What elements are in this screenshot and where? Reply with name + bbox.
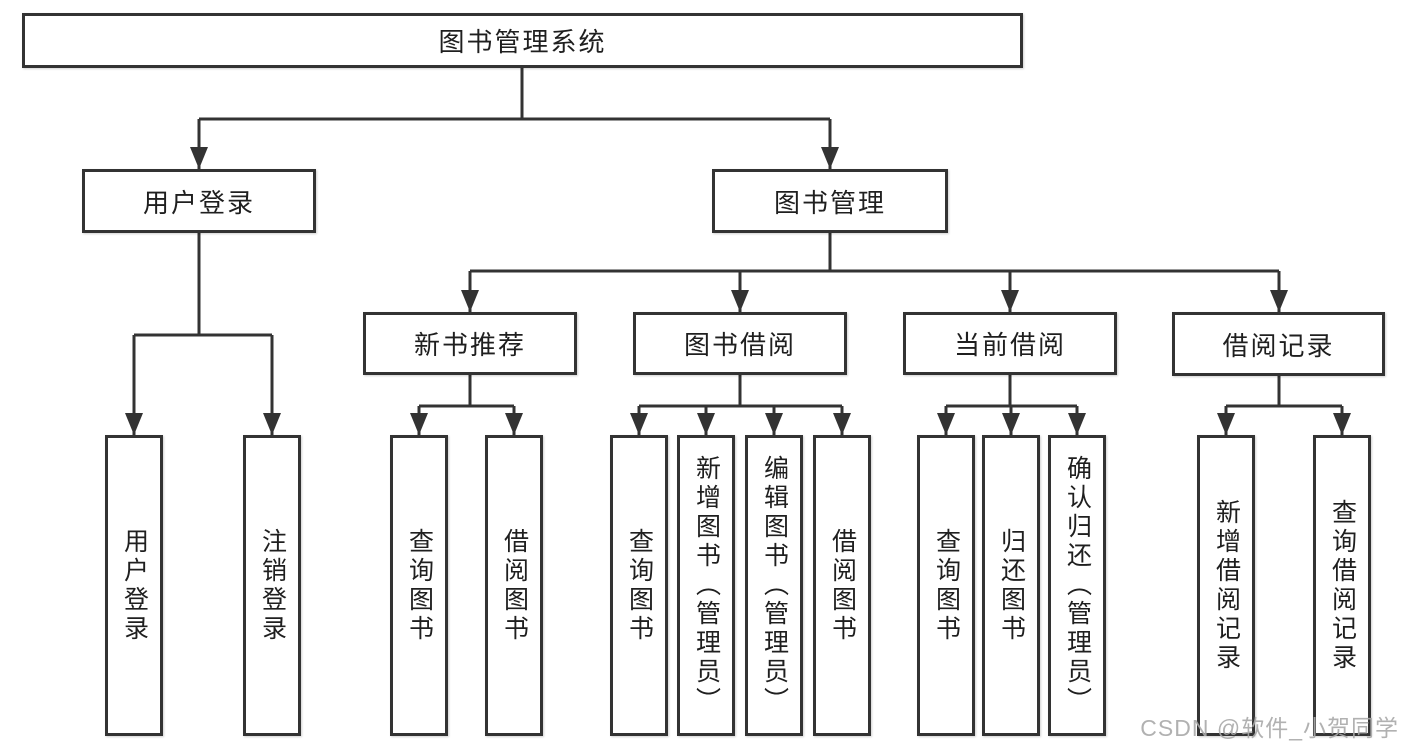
watermark-text: CSDN @软件_小贺同学 [1140,715,1399,741]
leaf-add-book-admin: 新增图书（管理员） [677,435,735,736]
node-user-login: 用户登录 [82,169,316,233]
leaf-label: 归还图书 [997,527,1026,644]
leaf-label: 查询借阅记录 [1328,498,1357,673]
node-label: 图书借阅 [683,330,796,360]
leaf-label: 编辑图书（管理员） [760,455,789,716]
leaf-logout: 注销登录 [243,435,301,736]
node-library-management-system: 图书管理系统 [22,13,1023,68]
leaf-edit-book-admin: 编辑图书（管理员） [745,435,803,736]
leaf-query-borrow-record: 查询借阅记录 [1313,435,1371,736]
node-label: 图书管理系统 [438,27,607,57]
node-label: 新书推荐 [413,330,526,360]
leaf-confirm-return-admin: 确认归还（管理员） [1048,435,1106,736]
leaf-label: 新增借阅记录 [1212,498,1241,673]
leaf-label: 查询图书 [405,527,434,644]
leaf-borrow-books-recommend: 借阅图书 [485,435,543,736]
leaf-borrow-books: 借阅图书 [813,435,871,736]
connector-book-management [468,233,1281,312]
leaf-user-login: 用户登录 [105,435,163,736]
node-book-management: 图书管理 [712,169,948,233]
connector-new-book-recommend [417,375,516,435]
leaf-label: 借阅图书 [500,527,529,644]
arrowheads [125,147,1351,435]
node-new-book-recommend: 新书推荐 [363,312,577,375]
leaf-query-books-current: 查询图书 [917,435,975,736]
leaf-query-books-borrow: 查询图书 [610,435,668,736]
node-book-borrow: 图书借阅 [633,312,847,375]
connector-book-borrow [637,375,844,435]
connector-borrow-records [1224,375,1344,435]
leaf-add-borrow-record: 新增借阅记录 [1197,435,1255,736]
node-label: 图书管理 [773,187,886,218]
leaf-return-book: 归还图书 [982,435,1040,736]
leaf-label: 查询图书 [932,527,961,644]
leaf-label: 确认归还（管理员） [1063,455,1092,716]
leaf-label: 注销登录 [258,527,287,644]
node-current-borrow: 当前借阅 [903,312,1117,375]
leaf-label: 用户登录 [120,527,149,644]
connector-user-login [132,233,274,435]
connector-root [197,68,832,169]
node-label: 用户登录 [142,187,255,218]
leaf-query-books-recommend: 查询图书 [390,435,448,736]
leaf-label: 借阅图书 [828,527,857,644]
node-label: 当前借阅 [953,330,1066,360]
node-borrow-records: 借阅记录 [1172,312,1385,376]
leaf-label: 新增图书（管理员） [692,455,721,716]
node-label: 借阅记录 [1222,330,1335,361]
leaf-label: 查询图书 [625,527,654,644]
